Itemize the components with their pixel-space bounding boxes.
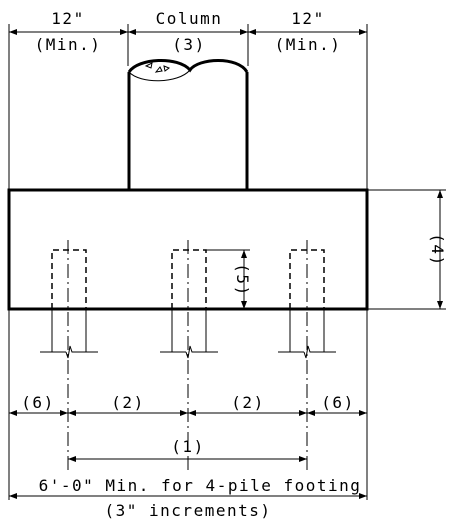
top-dim-arrow	[359, 29, 367, 35]
increment-note: (3" increments)	[105, 501, 272, 520]
pile-span-label: (1)	[171, 437, 204, 456]
edge-right-label: (6)	[321, 393, 354, 412]
overall-width-arrow	[9, 493, 17, 499]
spacing-arrow	[180, 410, 188, 416]
spacing-left-label: (2)	[111, 393, 144, 412]
spacing-arrow	[9, 410, 17, 416]
pile-span-arrow	[68, 456, 76, 462]
left-edge-sub-label: (Min.)	[35, 35, 102, 54]
pile-left	[40, 249, 98, 359]
edge-left-label: (6)	[21, 393, 54, 412]
spacing-arrow	[60, 410, 68, 416]
cap-depth-arrow	[437, 190, 443, 198]
pile-span-arrow	[299, 456, 307, 462]
column-label: Column	[156, 9, 223, 28]
left-edge-label: 12"	[51, 9, 84, 28]
spacing-arrow	[359, 410, 367, 416]
right-edge-label: 12"	[291, 9, 324, 28]
spacing-arrow	[68, 410, 76, 416]
overall-width-note: 6'-0" Min. for 4-pile footing	[39, 476, 362, 495]
spacing-arrow	[307, 410, 315, 416]
embed-depth-arrow	[241, 250, 247, 258]
cap-depth-arrow	[437, 301, 443, 309]
top-dim-arrow	[9, 29, 17, 35]
embed-depth-label: (5)	[233, 263, 252, 296]
top-dim-arrow	[120, 29, 128, 35]
cap-depth-label: (4)	[428, 233, 447, 266]
top-dim-arrow	[248, 29, 256, 35]
column-sub-label: (3)	[172, 35, 205, 54]
pile-center	[160, 249, 218, 359]
spacing-arrow	[188, 410, 196, 416]
overall-width-arrow	[359, 493, 367, 499]
embed-depth-arrow	[241, 301, 247, 309]
right-edge-sub-label: (Min.)	[275, 35, 342, 54]
spacing-arrow	[299, 410, 307, 416]
spacing-right-label: (2)	[231, 393, 264, 412]
top-dim-arrow	[240, 29, 248, 35]
column	[127, 58, 249, 189]
pile-cap	[7, 188, 369, 311]
top-dim-arrow	[128, 29, 136, 35]
